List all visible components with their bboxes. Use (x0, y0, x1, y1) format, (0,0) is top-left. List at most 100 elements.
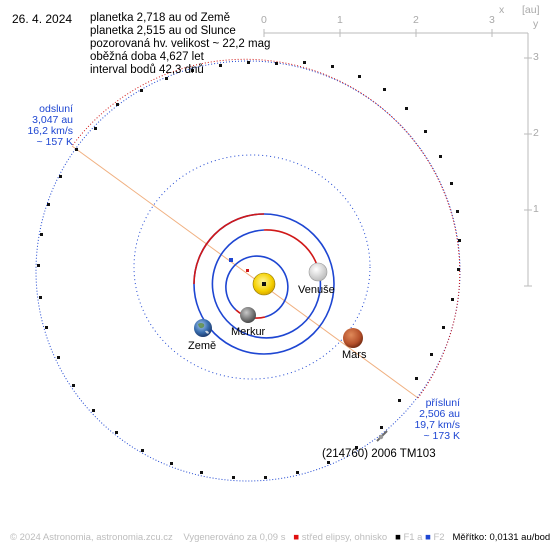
x-tick-label: 0 (261, 14, 267, 26)
info-line-earth-distance: planetka 2,718 au od Země (90, 12, 231, 24)
mars-icon (343, 328, 363, 348)
earth-orbit-arc (193, 213, 265, 285)
orbit-point (47, 203, 50, 206)
orbit-point (458, 239, 461, 242)
footer-legend-f1: F1 a (403, 532, 423, 543)
y-axis-letter: y (533, 18, 539, 30)
orbit-point (191, 69, 194, 72)
perihelion-distance: 2,506 au (419, 408, 460, 420)
orbit-point (232, 476, 235, 479)
legend-f1-marker: ■ (395, 532, 401, 543)
ellipse-center-marker (229, 258, 233, 262)
orbit-point (430, 353, 433, 356)
x-tick-label: 2 (413, 14, 419, 26)
orbit-point (170, 462, 173, 465)
orbit-point (141, 449, 144, 452)
axis-unit-label: [au] (522, 4, 540, 16)
orbit-point (165, 77, 168, 80)
y-tick-label: 1 (533, 203, 539, 215)
aphelion-velocity: 16,2 km/s (27, 125, 73, 137)
mercury-label: Merkur (231, 326, 266, 338)
orbit-point (219, 64, 222, 67)
orbit-point (439, 155, 442, 158)
x-tick-label: 3 (489, 14, 495, 26)
orbit-point (37, 264, 40, 267)
venus-orbit-arc (263, 229, 319, 269)
sun-focus-marker (262, 282, 266, 286)
footer: © 2024 Astronomia, astronomia.zcu.cz Vyg… (10, 532, 550, 543)
orbit-point (45, 326, 48, 329)
perihelion-note: přísluní 2,506 au 19,7 km/s ~ 173 K (398, 398, 460, 442)
orbit-point (115, 431, 118, 434)
orbit-point (415, 377, 418, 380)
info-line-sun-distance: planetka 2,515 au od Slunce (90, 25, 236, 37)
orbit-point (72, 384, 75, 387)
apsis-line (71, 145, 419, 399)
perihelion-title: přísluní (425, 397, 460, 409)
mars-label: Mars (342, 349, 367, 361)
x-axis-letter: x (499, 4, 505, 16)
footer-legend-center: střed elipsy, ohnisko (301, 532, 388, 543)
info-line-point-interval: interval bodů 42,3 dnů (90, 64, 204, 76)
asteroid-marker (376, 430, 388, 442)
orbit-point (303, 61, 306, 64)
orbit-point (424, 130, 427, 133)
footer-legend-f2: F2 (433, 532, 445, 543)
venus-icon (308, 262, 328, 282)
orbit-point (39, 296, 42, 299)
orbit-point (140, 89, 143, 92)
legend-f2-marker: ■ (425, 532, 431, 543)
orbit-point (451, 298, 454, 301)
orbit-point (296, 471, 299, 474)
orbit-point (57, 356, 60, 359)
orbit-point (457, 268, 460, 271)
date-label: 26. 4. 2024 (12, 12, 73, 26)
footer-scale: Měřítko: 0,0131 au/bod (452, 532, 550, 543)
info-line-period: oběžná doba 4,627 let (90, 51, 204, 63)
asteroid-orbit-points (37, 61, 461, 479)
orbit-point (59, 175, 62, 178)
orbit-point (200, 471, 203, 474)
aphelion-note: odsluní 3,047 au 16,2 km/s ~ 157 K (18, 104, 73, 148)
info-block: planetka 2,718 au od Země planetka 2,515… (90, 12, 270, 77)
x-tick-label: 1 (337, 14, 343, 26)
footer-copyright: © 2024 Astronomia, astronomia.zcu.cz (10, 532, 173, 543)
mars-orbit (133, 154, 371, 380)
mercury-icon (240, 307, 256, 323)
orbit-point (358, 75, 361, 78)
orbit-point (405, 107, 408, 110)
orbit-point (380, 426, 383, 429)
y-tick-label: 2 (533, 127, 539, 139)
earth-label: Země (188, 340, 217, 352)
venus-label: Venuše (298, 284, 335, 296)
orbit-point (383, 88, 386, 91)
legend-center-marker: ■ (293, 532, 300, 543)
orbit-point (331, 65, 334, 68)
info-line-magnitude: pozorovaná hv. velikost ~ 22,2 mag (90, 38, 271, 50)
earth-icon (194, 319, 212, 337)
orbit-point (456, 210, 459, 213)
perihelion-velocity: 19,7 km/s (414, 419, 460, 431)
focus-marker (246, 269, 249, 272)
orbit-point (94, 127, 97, 130)
orbit-point (247, 61, 250, 64)
aphelion-temperature: ~ 157 K (36, 136, 74, 148)
venus-orbit (211, 229, 322, 339)
orbit-point (75, 148, 78, 151)
orbit-point (275, 62, 278, 65)
orbit-point (116, 103, 119, 106)
mercury-orbit (225, 255, 289, 318)
perihelion-temperature: ~ 173 K (423, 430, 461, 442)
asteroid-orbit-arc (71, 58, 461, 399)
orbit-point (355, 446, 358, 449)
aphelion-distance: 3,047 au (32, 114, 73, 126)
orbit-point (398, 399, 401, 402)
orbit-point (450, 182, 453, 185)
orbit-point (442, 326, 445, 329)
aphelion-title: odsluní (39, 103, 73, 115)
orbit-point (327, 461, 330, 464)
orbit-point (264, 476, 267, 479)
asteroid-name: (214760) 2006 TM103 (322, 448, 436, 460)
